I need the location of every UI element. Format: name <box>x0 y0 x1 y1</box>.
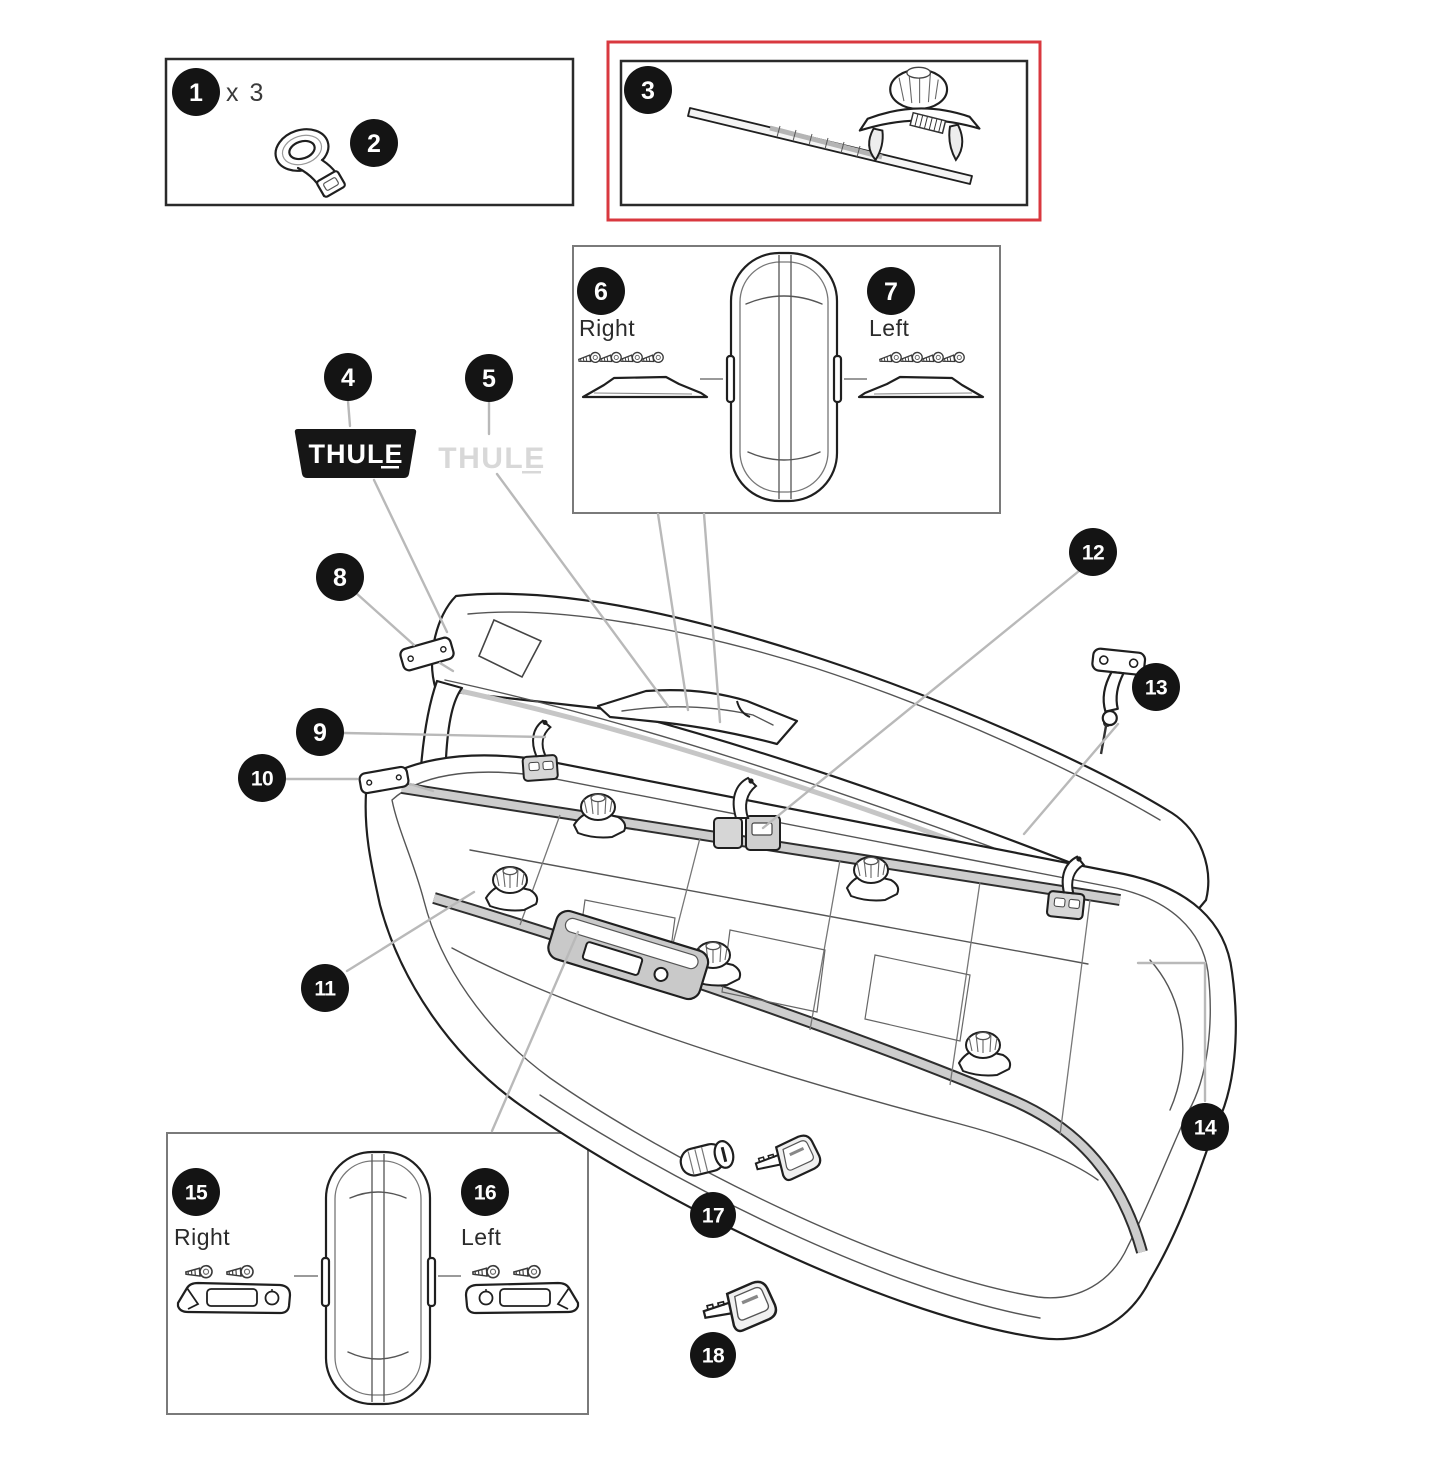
svg-text:9: 9 <box>313 719 327 747</box>
svg-text:12: 12 <box>1082 542 1104 565</box>
callout-12[interactable]: 12 <box>1069 528 1117 576</box>
lid-trim-right-part <box>577 351 709 399</box>
svg-text:4: 4 <box>341 364 355 392</box>
strap-drawing <box>274 128 346 198</box>
svg-text:8: 8 <box>333 564 347 592</box>
thule-ghost-text: THULE <box>438 442 546 475</box>
leader-10b <box>408 782 435 793</box>
highlight-red-frame <box>606 40 1042 222</box>
svg-text:6: 6 <box>594 278 608 306</box>
leader-6-7a <box>656 512 690 712</box>
callout-11[interactable]: 11 <box>301 964 349 1012</box>
leader-8b <box>438 661 455 673</box>
callout-10[interactable]: 10 <box>238 754 286 802</box>
svg-text:5: 5 <box>482 365 496 393</box>
leader-9 <box>342 731 547 739</box>
fitting-plate-10 <box>358 765 410 795</box>
key-18 <box>698 1277 781 1341</box>
callout-16[interactable]: 16 <box>461 1168 509 1216</box>
front-latch-housing <box>547 909 710 1001</box>
callout-14[interactable]: 14 <box>1181 1103 1229 1151</box>
base-trim-right-part <box>176 1264 292 1315</box>
callout-13[interactable]: 13 <box>1132 663 1180 711</box>
callout-4[interactable]: 4 <box>324 353 372 401</box>
lock-cylinder-17 <box>679 1140 735 1177</box>
leader-lines <box>284 399 1207 1133</box>
lid-trim-left-part <box>857 351 985 399</box>
leader-8a <box>354 591 416 647</box>
callout-8[interactable]: 8 <box>316 553 364 601</box>
svg-text:16: 16 <box>474 1182 496 1205</box>
svg-text:11: 11 <box>314 978 336 1001</box>
label-lid-trim-right: Right <box>579 315 635 341</box>
strap-buckle <box>316 170 346 198</box>
lid-handle-recess <box>596 689 799 746</box>
leader-4b <box>372 478 449 634</box>
callout-17[interactable]: 17 <box>690 1192 736 1238</box>
tbar-clamp-drawing <box>858 66 981 162</box>
base-top-view <box>320 1150 437 1406</box>
callout-2[interactable]: 2 <box>350 119 398 167</box>
callout-1[interactable]: 1 <box>172 68 220 116</box>
leader-4a <box>346 399 352 428</box>
svg-text:17: 17 <box>702 1205 724 1228</box>
base-trim-left-part <box>464 1264 580 1315</box>
label-base-trim-left: Left <box>461 1224 501 1250</box>
callout-9[interactable]: 9 <box>296 708 344 756</box>
svg-text:14: 14 <box>1194 1117 1217 1140</box>
leader-5b <box>495 472 670 708</box>
callout-5[interactable]: 5 <box>465 354 513 402</box>
svg-text:10: 10 <box>251 768 273 791</box>
leader-15-16 <box>490 930 580 1133</box>
leader-12 <box>761 569 1081 830</box>
central-lock <box>713 776 781 851</box>
callout-7[interactable]: 7 <box>867 267 915 315</box>
thule-badge-text: THULE <box>309 439 404 469</box>
svg-text:1: 1 <box>189 79 203 107</box>
group-box-lid-trim-kit[interactable] <box>572 245 1001 514</box>
svg-text:7: 7 <box>884 278 898 306</box>
fitting-plate-8 <box>399 636 455 672</box>
group-box-base-trim-kit[interactable] <box>166 1132 589 1415</box>
thule-ghost-logo: THULE <box>438 442 546 475</box>
svg-text:15: 15 <box>185 1182 208 1205</box>
callout-3[interactable]: 3 <box>624 66 672 114</box>
leader-11 <box>345 890 476 973</box>
hinge-bracket-13 <box>1091 647 1147 727</box>
callout-18[interactable]: 18 <box>690 1332 736 1378</box>
leader-6-7b <box>702 512 722 724</box>
svg-text:13: 13 <box>1145 677 1167 700</box>
rail-clamp-left <box>518 718 560 783</box>
lid-top-view <box>725 251 843 503</box>
thule-badge-black: THULE <box>294 429 417 478</box>
label-lid-trim-left: Left <box>869 315 909 341</box>
callout-6[interactable]: 6 <box>577 267 625 315</box>
svg-text:3: 3 <box>641 77 655 105</box>
leader-13 <box>1022 722 1120 836</box>
tbar-kit-border <box>619 59 1029 207</box>
callout-15[interactable]: 15 <box>172 1168 220 1216</box>
quantity-note: x 3 <box>226 79 265 107</box>
group-box-tbar-kit[interactable] <box>606 40 1042 222</box>
group-box-strap-kit[interactable] <box>164 57 575 207</box>
label-base-trim-right: Right <box>174 1224 230 1250</box>
svg-text:2: 2 <box>367 130 381 158</box>
svg-text:18: 18 <box>702 1345 725 1368</box>
leader-14 <box>1136 961 1207 1103</box>
